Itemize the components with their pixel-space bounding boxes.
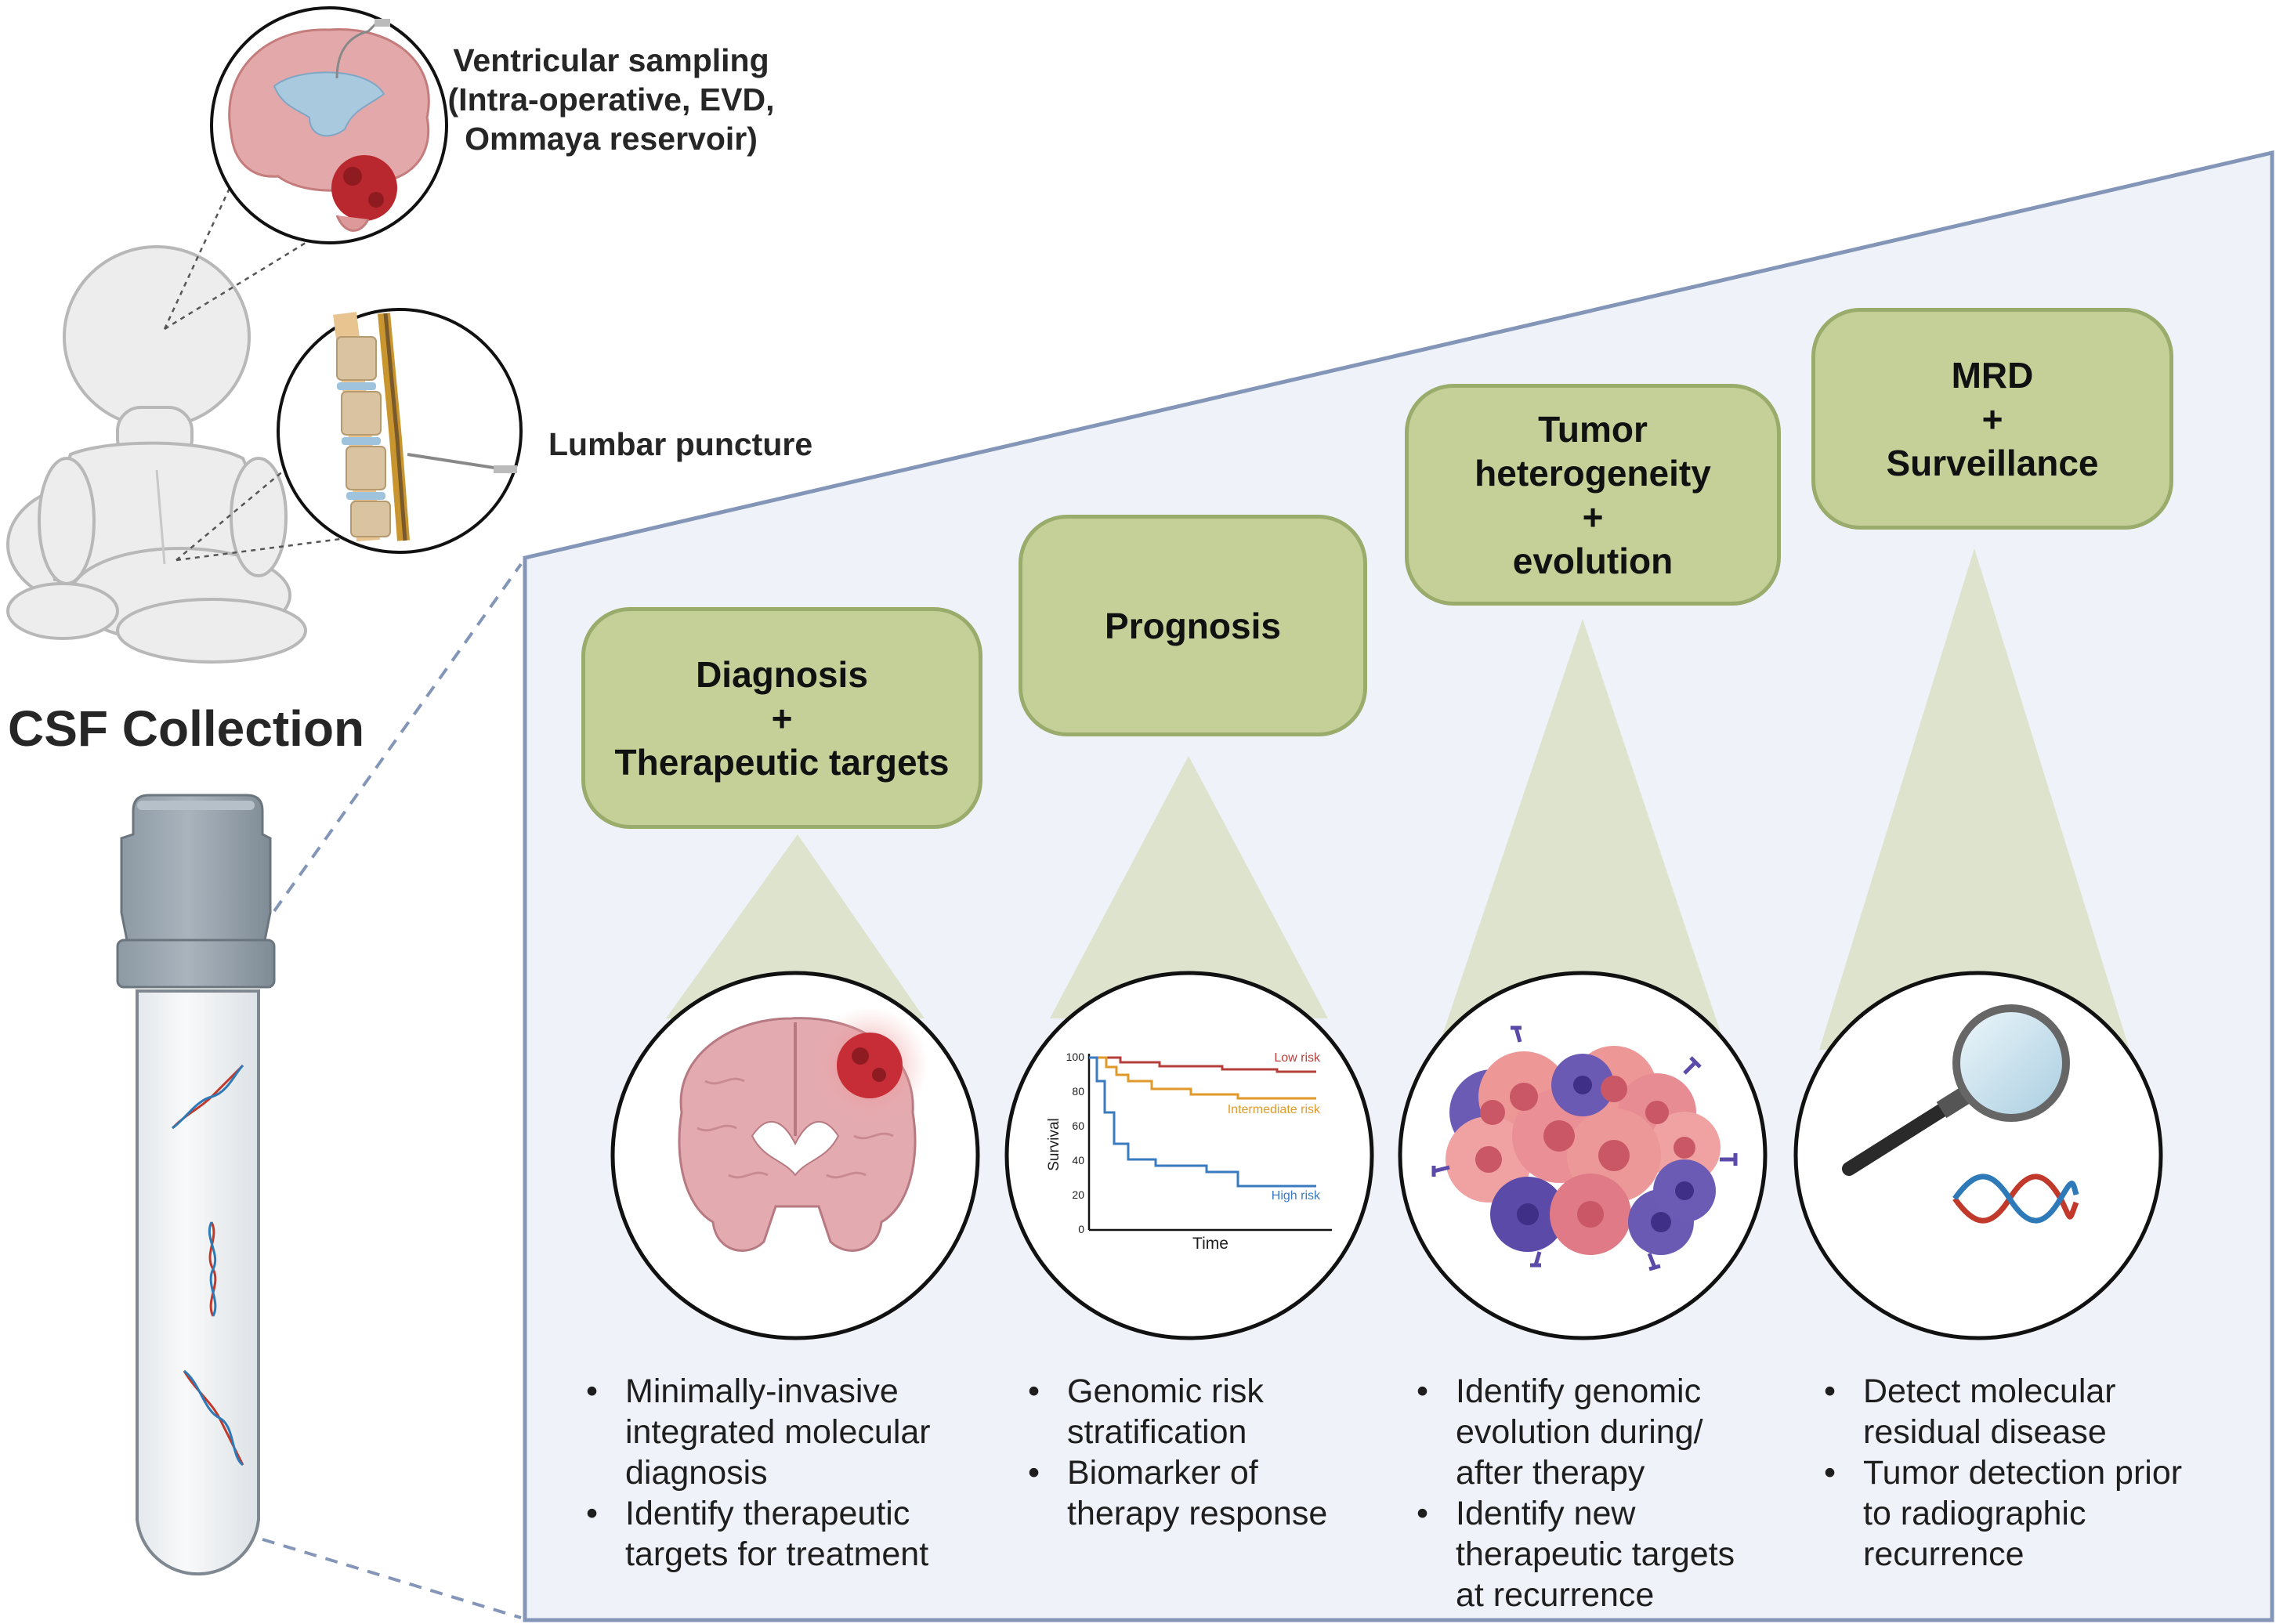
survival-curve-icon xyxy=(1087,1054,1332,1232)
dna-strand-3 xyxy=(183,1369,244,1467)
brain-tumor-icon xyxy=(678,1007,928,1252)
survival-y-tick-0: 0 xyxy=(1078,1223,1084,1235)
prognosis-bullet-1-line-1: Genomic risk xyxy=(1067,1373,1264,1410)
survival-y-tick-20: 20 xyxy=(1072,1188,1084,1201)
diagnosis-bullet-2: Identify therapeutic targets for treatme… xyxy=(580,1493,987,1575)
csf-tube xyxy=(116,794,276,1576)
connector-bottom xyxy=(262,1538,522,1619)
heterogeneity-bullets: Identify genomic evolution during/ after… xyxy=(1410,1371,1802,1615)
heterogeneity-box: Tumor heterogeneity + evolution xyxy=(1405,384,1781,606)
lumbar-label-line-1: Lumbar puncture xyxy=(548,426,813,462)
prognosis-bullet-2-line-1: Biomarker of xyxy=(1067,1454,1258,1492)
diagnosis-bullets: Minimally-invasive integrated molecular … xyxy=(580,1371,987,1575)
spine-icon xyxy=(333,312,517,542)
heterogeneity-bullet-1-line-1: Identify genomic xyxy=(1456,1373,1702,1410)
spotlight-diagnosis xyxy=(666,834,925,1018)
curve-high-risk xyxy=(1089,1056,1316,1188)
magnifier-dna-icon xyxy=(1842,1004,2079,1224)
surveillance-bullet-2: Tumor detection prior to radiographic re… xyxy=(1818,1452,2264,1575)
curve-low-risk xyxy=(1089,1056,1316,1073)
diagnosis-bullet-1-line-1: Minimally-invasive xyxy=(625,1373,899,1410)
heterogeneity-title-line-2: heterogeneity xyxy=(1475,452,1711,494)
dna-strand-1 xyxy=(171,1064,244,1130)
surveillance-bullets: Detect molecular residual disease Tumor … xyxy=(1818,1371,2264,1575)
infant-spine-line xyxy=(155,469,166,565)
heterogeneity-bullet-1-line-3: after therapy xyxy=(1456,1454,1645,1492)
surveillance-bullet-2-line-3: recurrence xyxy=(1863,1535,2025,1573)
surveillance-bullet-1-line-1: Detect molecular xyxy=(1863,1373,2116,1410)
surveillance-title-line-1: MRD xyxy=(1951,354,2034,396)
brain-ventricle-icon xyxy=(228,19,430,232)
ventricular-label-line-3: Ommaya reservoir) xyxy=(465,121,758,157)
diagnosis-box: Diagnosis + Therapeutic targets xyxy=(581,607,982,829)
tumor-cells-icon xyxy=(1431,1025,1738,1271)
lumbar-puncture-label: Lumbar puncture xyxy=(548,425,846,464)
prognosis-box: Prognosis xyxy=(1019,515,1367,736)
legend-high-risk: High risk xyxy=(1271,1189,1320,1203)
survival-y-tick-80: 80 xyxy=(1072,1085,1084,1098)
diagnosis-bullet-2-line-2: targets for treatment xyxy=(625,1535,929,1573)
heterogeneity-bullet-2-line-1: Identify new xyxy=(1456,1495,1636,1532)
heterogeneity-bullet-2-line-2: therapeutic targets xyxy=(1456,1535,1735,1573)
ventricular-sampling-label: Ventricular sampling (Intra-operative, E… xyxy=(439,41,783,158)
surveillance-bullet-1: Detect molecular residual disease xyxy=(1818,1371,2264,1452)
diagnosis-title-line-3: Therapeutic targets xyxy=(614,741,950,783)
prognosis-bullet-2-line-2: therapy response xyxy=(1067,1495,1328,1532)
legend-intermediate-risk: Intermediate risk xyxy=(1227,1103,1320,1116)
surveillance-bullet-2-line-2: to radiographic xyxy=(1863,1495,2086,1532)
prognosis-bullet-2: Biomarker of therapy response xyxy=(1022,1452,1390,1534)
csf-collection-title: CSF Collection xyxy=(8,700,365,757)
prognosis-bullet-1-line-2: stratification xyxy=(1067,1413,1247,1451)
diagnosis-bullet-1: Minimally-invasive integrated molecular … xyxy=(580,1371,987,1493)
ventricular-label-line-2: (Intra-operative, EVD, xyxy=(447,81,775,118)
spotlight-prognosis xyxy=(1050,756,1328,1018)
heterogeneity-title-line-3: + xyxy=(1582,496,1604,537)
prognosis-bullet-1: Genomic risk stratification xyxy=(1022,1371,1390,1452)
diagnosis-bullet-2-line-1: Identify therapeutic xyxy=(625,1495,910,1532)
survival-y-tick-40: 40 xyxy=(1072,1154,1084,1166)
diagnosis-bullet-1-line-2: integrated molecular xyxy=(625,1413,931,1451)
prognosis-title-line-1: Prognosis xyxy=(1105,605,1281,646)
spotlight-heterogeneity xyxy=(1440,619,1724,1042)
surveillance-box: MRD + Surveillance xyxy=(1811,308,2173,530)
diagnosis-title-line-2: + xyxy=(771,697,793,739)
heterogeneity-bullet-2: Identify new therapeutic targets at recu… xyxy=(1410,1493,1802,1615)
diagnosis-title-line-1: Diagnosis xyxy=(696,653,868,695)
survival-y-tick-60: 60 xyxy=(1072,1119,1084,1132)
surveillance-bullet-2-line-1: Tumor detection prior xyxy=(1863,1454,2183,1492)
prognosis-bullets: Genomic risk stratification Biomarker of… xyxy=(1022,1371,1390,1534)
legend-low-risk: Low risk xyxy=(1274,1051,1320,1065)
zoom-lines xyxy=(163,125,463,562)
heterogeneity-title-line-4: evolution xyxy=(1512,540,1674,581)
heterogeneity-bullet-2-line-3: at recurrence xyxy=(1456,1576,1655,1614)
heterogeneity-title-line-1: Tumor xyxy=(1538,408,1648,450)
dna-strand-2 xyxy=(208,1221,217,1317)
curve-intermediate-risk xyxy=(1089,1056,1316,1100)
heterogeneity-bullet-1-line-2: evolution during/ xyxy=(1456,1413,1703,1451)
surveillance-title-line-3: Surveillance xyxy=(1886,442,2099,483)
survival-y-tick-100: 100 xyxy=(1066,1051,1084,1063)
spotlight-surveillance xyxy=(1819,548,2129,1050)
heterogeneity-bullet-1: Identify genomic evolution during/ after… xyxy=(1410,1371,1802,1493)
infant-figure xyxy=(6,245,307,664)
survival-x-axis-label: Time xyxy=(1192,1235,1228,1253)
surveillance-bullet-1-line-2: residual disease xyxy=(1863,1413,2107,1451)
connector-top xyxy=(273,562,523,913)
surveillance-title-line-2: + xyxy=(1981,398,2003,439)
ventricular-label-line-1: Ventricular sampling xyxy=(453,42,769,78)
diagnosis-bullet-1-line-3: diagnosis xyxy=(625,1454,768,1492)
